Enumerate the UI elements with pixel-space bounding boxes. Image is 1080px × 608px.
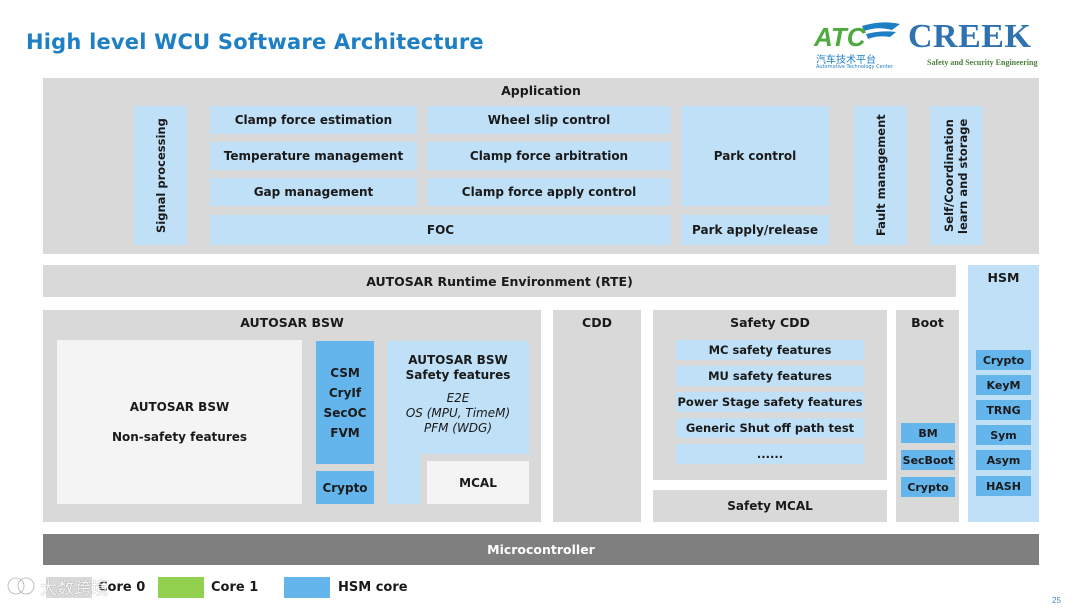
- legend-label-hsm: HSM core: [338, 580, 408, 595]
- safety-mcal-block: Safety MCAL: [653, 490, 887, 522]
- cdd-layer: [553, 310, 641, 522]
- safety-cdd-item: MU safety features: [676, 366, 864, 386]
- fvm-label: FVM: [330, 425, 360, 440]
- fault-management-block: Fault management: [854, 106, 907, 245]
- park-apply-release-block: Park apply/release: [681, 215, 829, 245]
- watermark-text: 大数跨境: [40, 578, 108, 599]
- page-number: 25: [1052, 596, 1061, 605]
- safety-features-tail: [387, 454, 420, 504]
- csm-label: CSM: [330, 365, 360, 380]
- nonsafety-line1: AUTOSAR BSW: [129, 400, 230, 414]
- legend-swatch-core0: [46, 577, 92, 598]
- microcontroller-layer: Microcontroller: [43, 534, 1039, 565]
- crypto-stack-block: CSM CryIf SecOC FVM: [316, 341, 374, 464]
- safety-cdd-item: Generic Shut off path test: [676, 418, 864, 438]
- legend-swatch-core1: [158, 577, 204, 598]
- boot-item: Crypto: [901, 477, 955, 497]
- mcal-block: MCAL: [427, 461, 529, 504]
- bsw-crypto-block: Crypto: [316, 471, 374, 504]
- legend: Core 0 Core 1 HSM core: [46, 576, 466, 600]
- safety-cdd-item: MC safety features: [676, 340, 864, 360]
- legend-swatch-hsm: [284, 577, 330, 598]
- cryif-label: CryIf: [328, 385, 362, 400]
- park-control-block: Park control: [681, 106, 829, 206]
- signal-processing-label: Signal processing: [153, 118, 168, 233]
- safety-cdd-item: Power Stage safety features: [676, 392, 864, 412]
- boot-header: Boot: [911, 315, 944, 330]
- hsm-item: TRNG: [976, 400, 1031, 420]
- rte-layer: AUTOSAR Runtime Environment (RTE): [43, 265, 956, 297]
- hsm-item: HASH: [976, 476, 1031, 496]
- safety-features-block: AUTOSAR BSW Safety features E2E OS (MPU,…: [387, 341, 529, 454]
- legend-label-core1: Core 1: [211, 580, 259, 595]
- os-label: OS (MPU, TimeM): [405, 406, 511, 420]
- autosar-bsw-header: AUTOSAR BSW: [240, 315, 344, 330]
- nonsafety-features-block: AUTOSAR BSW Non-safety features: [57, 340, 302, 504]
- temperature-management-block: Temperature management: [210, 142, 417, 170]
- clamp-force-arbitration-block: Clamp force arbitration: [427, 142, 671, 170]
- atc-cn: 汽车技术平台: [816, 55, 876, 66]
- nonsafety-line2: Non-safety features: [111, 430, 248, 444]
- foc-block: FOC: [210, 215, 671, 245]
- atc-name: ATC: [814, 22, 866, 52]
- wheel-slip-control-block: Wheel slip control: [427, 106, 671, 134]
- watermark: 大数跨境: [6, 573, 108, 599]
- self-coordination-block: Self/Coordination learn and storage: [930, 106, 983, 245]
- watermark-logo-icon: [6, 576, 36, 596]
- hsm-header: HSM: [987, 270, 1020, 285]
- application-header: Application: [501, 83, 581, 98]
- atc-en: Automotive Technology Center: [816, 64, 893, 70]
- safety-features-title: AUTOSAR BSW Safety features: [405, 353, 511, 382]
- page-title: High level WCU Software Architecture: [26, 30, 484, 54]
- clamp-force-apply-control-block: Clamp force apply control: [427, 178, 671, 206]
- atc-swoosh-icon: [862, 22, 900, 39]
- cdd-header: CDD: [582, 315, 612, 330]
- safety-cdd-header: Safety CDD: [730, 315, 810, 330]
- hsm-item: Crypto: [976, 350, 1031, 370]
- signal-processing-block: Signal processing: [134, 106, 187, 245]
- self-coordination-label: Self/Coordination learn and storage: [941, 117, 970, 234]
- secoc-label: SecOC: [323, 405, 367, 420]
- safety-cdd-item: ......: [676, 444, 864, 464]
- fault-management-label: Fault management: [873, 114, 888, 237]
- hsm-item: KeyM: [976, 375, 1031, 395]
- creek-sub: Safety and Security Engineering: [927, 58, 1038, 67]
- e2e-label: E2E: [446, 391, 470, 405]
- creek-name: CREEK: [908, 18, 1032, 55]
- boot-item: BM: [901, 423, 955, 443]
- clamp-force-estimation-block: Clamp force estimation: [210, 106, 417, 134]
- boot-item: SecBoot: [901, 450, 955, 470]
- creek-logo: CREEK Safety and Security Engineering: [908, 18, 1058, 70]
- pfm-label: PFM (WDG): [423, 421, 493, 435]
- hsm-item: Sym: [976, 425, 1031, 445]
- hsm-item: Asym: [976, 450, 1031, 470]
- legend-label-core0: Core 0: [98, 580, 146, 595]
- atc-logo: ATC 汽车技术平台 Automotive Technology Center: [812, 20, 904, 72]
- gap-management-block: Gap management: [210, 178, 417, 206]
